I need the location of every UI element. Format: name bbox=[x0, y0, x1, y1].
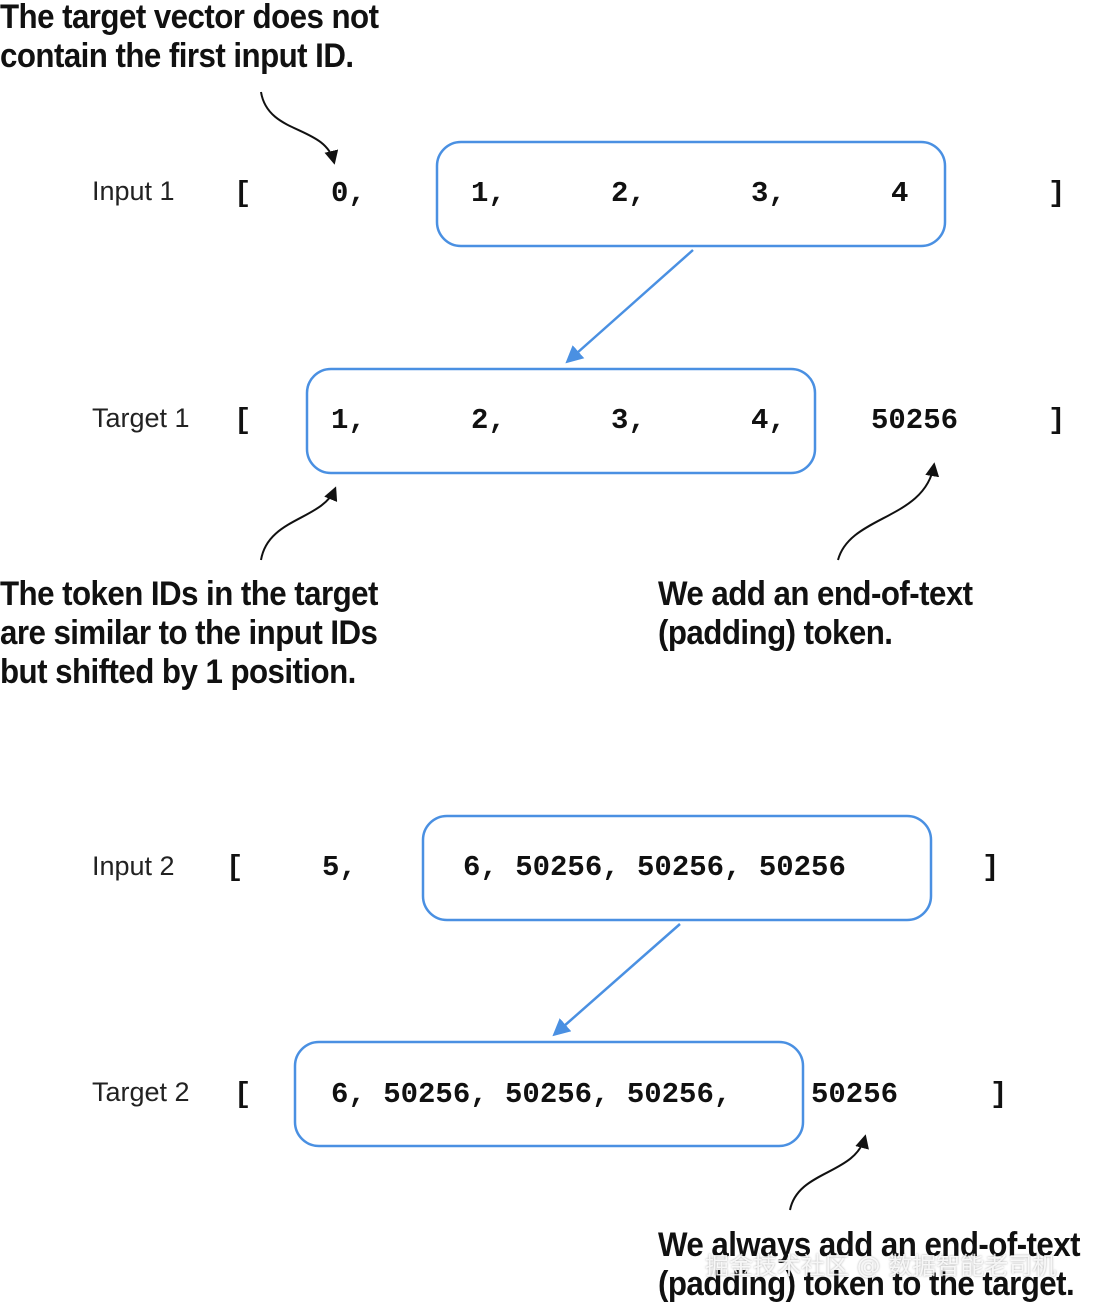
target1-highlight-box bbox=[305, 367, 817, 475]
annotation-line: but shifted by 1 position. bbox=[0, 653, 356, 691]
annotation-arrow-first-id bbox=[260, 91, 339, 165]
token: 2, bbox=[471, 404, 506, 437]
annotation-line: The target vector does not bbox=[0, 0, 379, 36]
shift-arrow-1 bbox=[565, 249, 694, 364]
annotation-always-add-eot: We always add an end-of-text (padding) t… bbox=[658, 1226, 1081, 1304]
input1-highlight-box bbox=[435, 140, 947, 248]
annotation-arrow-eot bbox=[837, 462, 940, 561]
bracket-close: ] bbox=[1048, 177, 1066, 210]
bracket-close: ] bbox=[1048, 404, 1066, 437]
token: 1, bbox=[331, 404, 366, 437]
row-label-target1: Target 1 bbox=[92, 403, 190, 433]
bracket-open: [ bbox=[234, 404, 252, 437]
token-padding: 50256 bbox=[811, 1078, 899, 1111]
annotation-line: are similar to the input IDs bbox=[0, 614, 378, 652]
token: 4 bbox=[891, 177, 909, 210]
annotation-arrow-always-eot bbox=[789, 1134, 869, 1211]
annotation-line: We add an end-of-text bbox=[658, 575, 973, 613]
input2-highlight-box bbox=[421, 814, 933, 922]
target2-highlight-box bbox=[293, 1040, 805, 1148]
annotation-target-excludes-first: The target vector does not contain the f… bbox=[0, 0, 379, 76]
row-label-target2: Target 2 bbox=[92, 1077, 190, 1107]
row-label-input1: Input 1 bbox=[92, 176, 175, 206]
annotation-shifted-ids: The token IDs in the target are similar … bbox=[0, 575, 378, 692]
bracket-open: [ bbox=[234, 1078, 252, 1111]
token: 1, bbox=[471, 177, 506, 210]
bracket-close: ] bbox=[990, 1078, 1008, 1111]
annotation-line: (padding) token to the target. bbox=[658, 1265, 1075, 1303]
bracket-open: [ bbox=[234, 177, 252, 210]
annotation-line: We always add an end-of-text bbox=[658, 1226, 1081, 1264]
token: 0, bbox=[331, 177, 366, 210]
token: 5, bbox=[322, 851, 357, 884]
annotation-arrow-shifted bbox=[260, 486, 338, 561]
boxed-tokens: 6, 50256, 50256, 50256 bbox=[463, 851, 846, 884]
watermark: 掘金技术社区 @ 数据智能老司机 bbox=[705, 1252, 1057, 1280]
token: 3, bbox=[611, 404, 646, 437]
annotation-line: contain the first input ID. bbox=[0, 37, 354, 75]
boxed-tokens: 6, 50256, 50256, 50256, bbox=[331, 1078, 732, 1111]
token: 3, bbox=[751, 177, 786, 210]
shift-arrow-2 bbox=[552, 923, 681, 1037]
annotation-line: The token IDs in the target bbox=[0, 575, 378, 613]
token: 4, bbox=[751, 404, 786, 437]
bracket-close: ] bbox=[982, 851, 1000, 884]
annotation-line: (padding) token. bbox=[658, 614, 893, 652]
token-padding: 50256 bbox=[871, 404, 959, 437]
row-label-input2: Input 2 bbox=[92, 851, 175, 881]
bracket-open: [ bbox=[226, 851, 244, 884]
annotation-add-eot: We add an end-of-text (padding) token. bbox=[658, 575, 973, 653]
token: 2, bbox=[611, 177, 646, 210]
